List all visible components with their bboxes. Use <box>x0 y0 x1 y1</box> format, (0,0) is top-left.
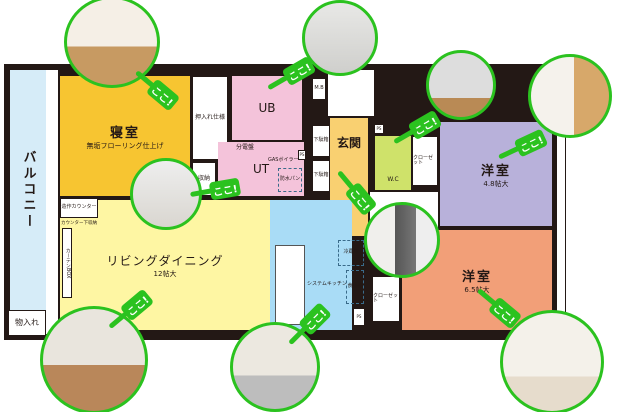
balcony: バルコニー <box>10 70 46 310</box>
ut-label: UT <box>252 162 270 176</box>
oshiire-label: 押入れ仕様 <box>194 113 225 121</box>
cupboard-label: 食器棚 <box>347 283 363 290</box>
waterproof-pan: 防水パン <box>278 168 302 192</box>
photo-kitchen[interactable] <box>230 322 320 412</box>
gas-boiler-label: GASボイラー <box>268 157 299 163</box>
waterproof-pan-label: 防水パン <box>279 176 301 183</box>
storage-label: 収納 <box>197 174 210 182</box>
photo-bedroom-closet[interactable] <box>64 0 160 88</box>
closet-1: クローゼット <box>412 136 438 186</box>
cupboard: 食器棚 <box>346 270 364 304</box>
curtain-box-label: カーテンBOX <box>64 247 71 279</box>
photo-entrance[interactable] <box>364 202 440 278</box>
closet-small-label: 物入れ <box>15 317 39 327</box>
ps-2: PS <box>298 150 306 160</box>
photo-bathroom[interactable] <box>302 0 378 76</box>
window-frame <box>46 70 58 334</box>
photo-toilet[interactable] <box>426 50 496 120</box>
ps-1-label: PS <box>376 125 382 131</box>
mb-label: M.B <box>314 85 324 92</box>
unit-bath: UB <box>232 76 302 140</box>
living-label: リビングダイニング <box>106 253 224 268</box>
kitchen-label: システムキッチン <box>307 281 347 287</box>
shoe-box-1-label: 下駄箱 <box>313 137 329 144</box>
shoe-box-1: 下駄箱 <box>312 125 330 157</box>
photo-living[interactable] <box>40 306 148 412</box>
fridge: 冷蔵庫 <box>338 240 364 266</box>
western-room-1-size: 4.8帖大 <box>483 179 509 188</box>
breaker-label: 分電盤 <box>236 144 255 151</box>
living-size: 12帖大 <box>153 269 177 278</box>
fridge-label: 冷蔵庫 <box>343 249 359 256</box>
closet-2: クローゼット <box>372 276 400 322</box>
ub-label: UB <box>258 101 276 115</box>
western-room-2-label: 洋室 <box>461 269 492 285</box>
counter: 造作カウンター <box>60 198 98 218</box>
ps-3-label: PS <box>356 313 362 319</box>
photo-western-room-2[interactable] <box>500 310 604 412</box>
wc: W.C <box>375 136 411 190</box>
counter-label: 造作カウンター <box>61 204 97 211</box>
balcony-label: バルコニー <box>20 150 36 230</box>
entrance-label: 玄関 <box>336 136 361 150</box>
bedroom-note: 無垢フローリング仕上げ <box>86 141 164 150</box>
window-right <box>556 128 566 328</box>
closet-small: 物入れ <box>8 310 46 336</box>
western-room-2-size: 6.5帖大 <box>464 285 490 294</box>
photo-western-room-1[interactable] <box>528 54 612 138</box>
kitchen-counter <box>275 245 305 325</box>
wc-label: W.C <box>387 176 399 184</box>
ps-1: PS <box>374 124 384 134</box>
ps-2-label: PS <box>299 151 305 157</box>
pointer-label: ここ! <box>212 183 239 199</box>
shoe-box-2-label: 下駄箱 <box>313 172 329 179</box>
counter-note: カウンター下収納 <box>61 221 97 226</box>
western-room-1-label: 洋室 <box>480 163 511 179</box>
curtain-box: カーテンBOX <box>62 228 72 298</box>
bedroom-label: 寝室 <box>109 125 140 141</box>
meter-box: M.B <box>312 78 326 100</box>
shoe-box-2: 下駄箱 <box>312 160 330 192</box>
ps-3: PS <box>353 308 365 326</box>
closet-2-label: クローゼット <box>373 292 399 304</box>
door-area <box>328 70 374 116</box>
closet-1-label: クローゼット <box>413 154 434 166</box>
